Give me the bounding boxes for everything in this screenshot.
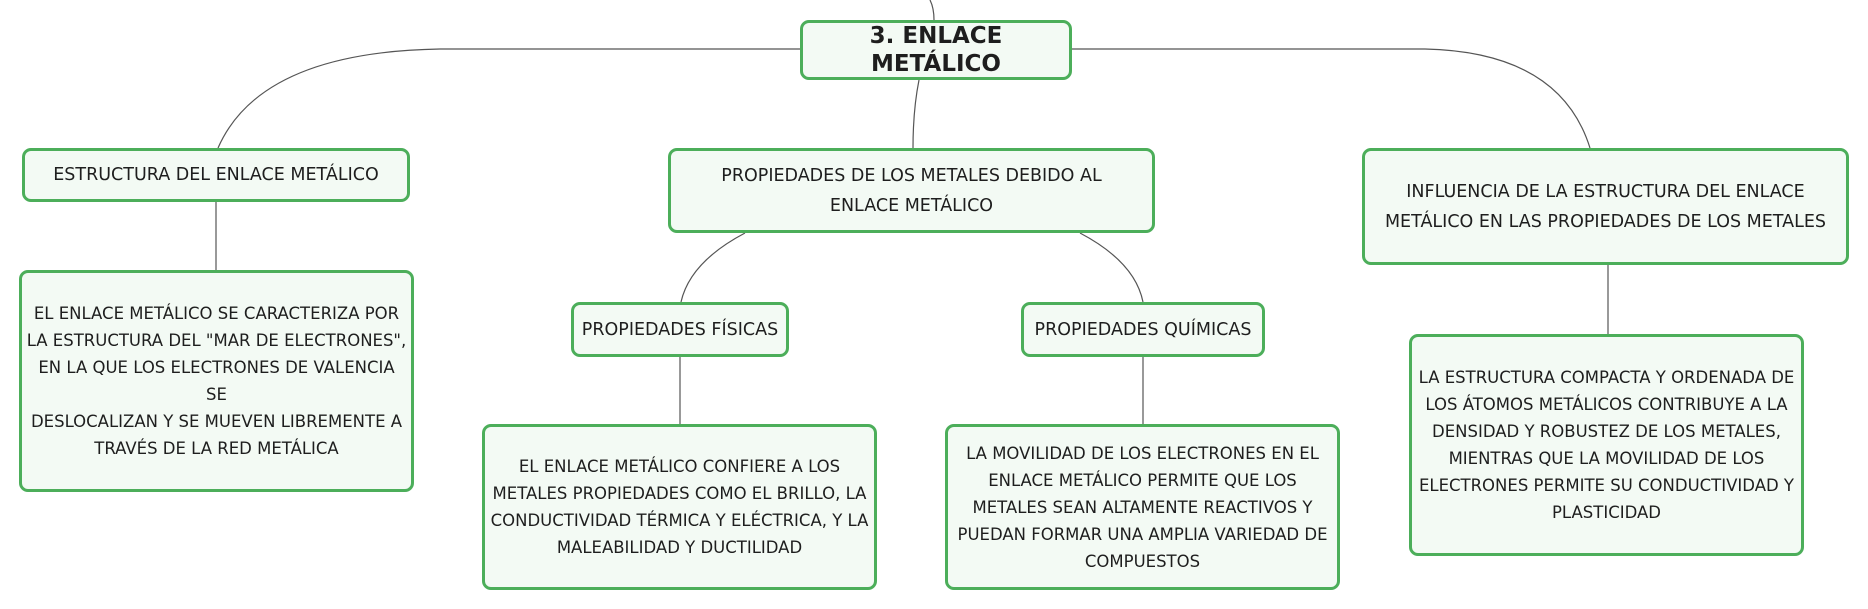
connector-properties-chemical [1079,232,1144,303]
connector-root-structure [217,48,800,149]
connector-root-incoming [929,0,935,21]
connector-root-influence [1072,48,1591,149]
connector-root-properties [912,79,920,149]
properties-topic-node[interactable]: PROPIEDADES DE LOS METALES DEBIDO AL ENL… [668,148,1155,233]
structure-detail-node[interactable]: EL ENLACE METÁLICO SE CARACTERIZA POR LA… [19,270,414,492]
chemical-properties-node[interactable]: PROPIEDADES QUÍMICAS [1021,302,1265,357]
physical-detail-node[interactable]: EL ENLACE METÁLICO CONFIERE A LOS METALE… [482,424,877,590]
root-topic-node[interactable]: 3. ENLACE METÁLICO [800,20,1072,80]
influence-topic-node[interactable]: INFLUENCIA DE LA ESTRUCTURA DEL ENLACE M… [1362,148,1849,265]
chemical-detail-node[interactable]: LA MOVILIDAD DE LOS ELECTRONES EN EL ENL… [945,424,1340,590]
physical-properties-node[interactable]: PROPIEDADES FÍSICAS [571,302,789,357]
influence-detail-node[interactable]: LA ESTRUCTURA COMPACTA Y ORDENADA DE LOS… [1409,334,1804,556]
connector-properties-physical [680,232,746,303]
structure-topic-node[interactable]: ESTRUCTURA DEL ENLACE METÁLICO [22,148,410,202]
